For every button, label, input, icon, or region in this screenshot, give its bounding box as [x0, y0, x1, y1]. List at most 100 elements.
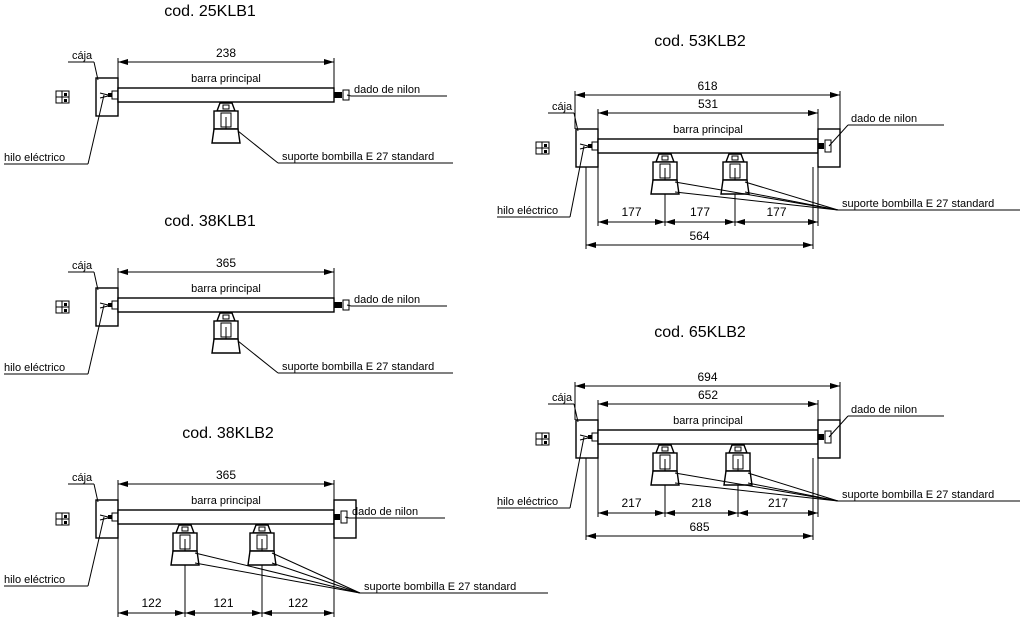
socket-base [720, 179, 750, 195]
socket-base [650, 470, 680, 486]
bar-label: barra principal [673, 415, 743, 427]
nut-leader [828, 415, 849, 438]
socket-neck [174, 524, 196, 534]
wire-stub [579, 143, 589, 147]
socket-slot [731, 155, 739, 161]
drawing-title: cod. 38KLB1 [164, 213, 256, 230]
lamp-socket [247, 524, 277, 566]
box-leader [93, 483, 99, 503]
socket-base [211, 338, 241, 354]
spacing-dimension-value: 217 [621, 496, 641, 510]
cable-gland-nut [108, 93, 112, 97]
terminal-block-icon [55, 300, 70, 314]
main-bar [117, 87, 335, 103]
nylon-nut [824, 139, 832, 153]
socket-slot [661, 446, 669, 452]
socket-leader [674, 482, 839, 502]
main-dimension-value: 652 [698, 388, 718, 402]
socket-neck [215, 102, 237, 112]
drawing-title: cod. 65KLB2 [654, 324, 746, 341]
main-bar [597, 138, 819, 154]
nut-label: dado de nilon [354, 84, 420, 96]
socket-neck [727, 444, 749, 454]
socket-slot [181, 526, 189, 532]
socket-leader [744, 181, 839, 211]
box-label: cája [72, 50, 93, 62]
wire-stub [579, 434, 589, 438]
socket-label: suporte bombilla E 27 standard [842, 198, 994, 210]
nut-leader [344, 516, 350, 519]
wire-leader [87, 94, 105, 165]
socket-leader [237, 340, 279, 374]
terminal-screw [64, 515, 67, 518]
socket-leader [194, 552, 361, 594]
box-label: cája [552, 392, 573, 404]
cable-gland-nut [108, 303, 112, 307]
drawing-title: cod. 53KLB2 [654, 33, 746, 50]
terminal-screw [544, 435, 547, 438]
socket-slot [222, 314, 230, 320]
socket-leader [674, 191, 839, 211]
junction-box [575, 419, 599, 459]
main-dimension-value: 365 [216, 468, 236, 482]
socket-leader [271, 552, 361, 594]
main-dimension-value: 531 [698, 97, 718, 111]
terminal-block-icon [55, 512, 70, 526]
wire-label: hilo eléctrico [497, 496, 558, 508]
wire-label: hilo eléctrico [4, 152, 65, 164]
terminal-screw [64, 99, 67, 102]
nut-label: dado de nilon [352, 506, 418, 518]
terminal-screw [544, 441, 547, 444]
socket-base [211, 128, 241, 144]
socket-label: suporte bombilla E 27 standard [282, 151, 434, 163]
bar-label: barra principal [191, 495, 261, 507]
main-bar [597, 429, 819, 445]
spacing-dimension-value: 218 [691, 496, 711, 510]
spacing-dimension-value: 217 [768, 496, 788, 510]
terminal-block-icon [535, 432, 550, 446]
nut-label: dado de nilon [851, 404, 917, 416]
drawing-title: cod. 38KLB2 [182, 425, 274, 442]
box-leader [93, 271, 99, 291]
spacing-dimension-value: 177 [621, 205, 641, 219]
socket-base [170, 550, 200, 566]
nylon-nut-stem [334, 92, 342, 98]
terminal-screw [544, 150, 547, 153]
wire-stub [99, 92, 109, 96]
lamp-socket [650, 153, 680, 195]
wire-leader [569, 145, 585, 218]
socket-leader [674, 181, 839, 211]
terminal-screw [64, 303, 67, 306]
lamp-socket [650, 444, 680, 486]
nylon-nut [824, 430, 832, 444]
overall-dimension-value: 694 [697, 370, 717, 384]
junction-box [575, 128, 599, 168]
wire-label: hilo eléctrico [4, 362, 65, 374]
socket-base [247, 550, 277, 566]
nut-label: dado de nilon [354, 294, 420, 306]
main-bar [117, 509, 335, 525]
socket-neck [724, 153, 746, 163]
nylon-nut-stem [334, 302, 342, 308]
junction-box [95, 499, 119, 539]
cable-gland-nut [588, 144, 592, 148]
nylon-nut-stem [818, 434, 824, 440]
fixing-dimension-value: 685 [689, 520, 709, 534]
wire-label: hilo eléctrico [497, 205, 558, 217]
nylon-nut-stem [818, 143, 824, 149]
socket-leader [237, 130, 279, 164]
socket-leader [674, 472, 839, 502]
socket-neck [654, 153, 676, 163]
lamp-socket [723, 444, 753, 486]
main-bar [117, 297, 335, 313]
socket-slot [222, 104, 230, 110]
terminal-screw [64, 309, 67, 312]
box-label: cája [72, 472, 93, 484]
socket-leader [271, 562, 361, 594]
socket-base [723, 470, 753, 486]
socket-slot [258, 526, 266, 532]
box-label: cája [72, 260, 93, 272]
socket-base [650, 179, 680, 195]
